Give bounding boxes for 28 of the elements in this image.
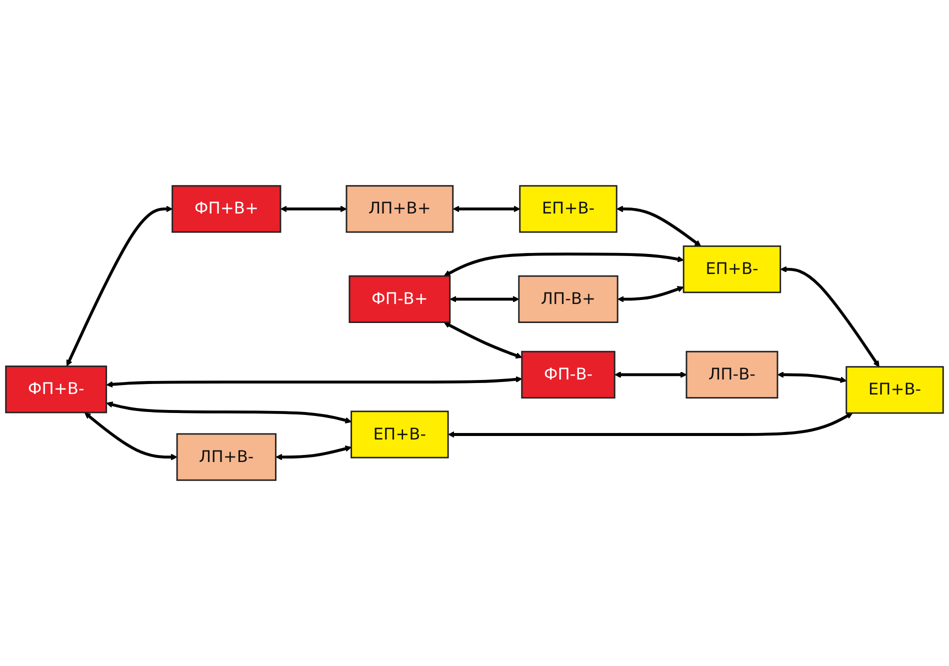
arrow bbox=[444, 322, 522, 359]
node-box: ЛП-В- bbox=[686, 350, 778, 399]
arrow bbox=[618, 286, 684, 302]
arrow bbox=[777, 372, 847, 383]
node-box: ЕП+В- bbox=[519, 185, 618, 233]
node-box: ЕП+В- bbox=[846, 366, 944, 414]
node-box: ФП-В+ bbox=[348, 275, 451, 323]
arrow bbox=[106, 401, 352, 424]
node-box: ФП-В- bbox=[521, 350, 616, 399]
arrow bbox=[780, 266, 880, 368]
arrow bbox=[276, 446, 352, 460]
arrow bbox=[84, 412, 178, 460]
arrow bbox=[66, 206, 173, 366]
node-box: ФП+В+ bbox=[172, 185, 282, 233]
node-box: ЛП-В+ bbox=[518, 275, 618, 323]
arrow bbox=[444, 252, 684, 276]
node-box: ЕП+В- bbox=[682, 245, 782, 294]
arrow bbox=[450, 296, 520, 302]
node-box: ЛП+В+ bbox=[346, 185, 454, 233]
arrow bbox=[616, 206, 702, 246]
arrow bbox=[452, 206, 520, 212]
node-box: ЛП+В- bbox=[176, 433, 276, 481]
node-box: ФП+В- bbox=[5, 366, 108, 414]
arrow bbox=[280, 206, 347, 212]
node-box: ЕП+В- bbox=[350, 410, 449, 458]
arrow bbox=[614, 372, 687, 378]
arrow bbox=[106, 376, 522, 388]
arrow bbox=[448, 412, 853, 438]
